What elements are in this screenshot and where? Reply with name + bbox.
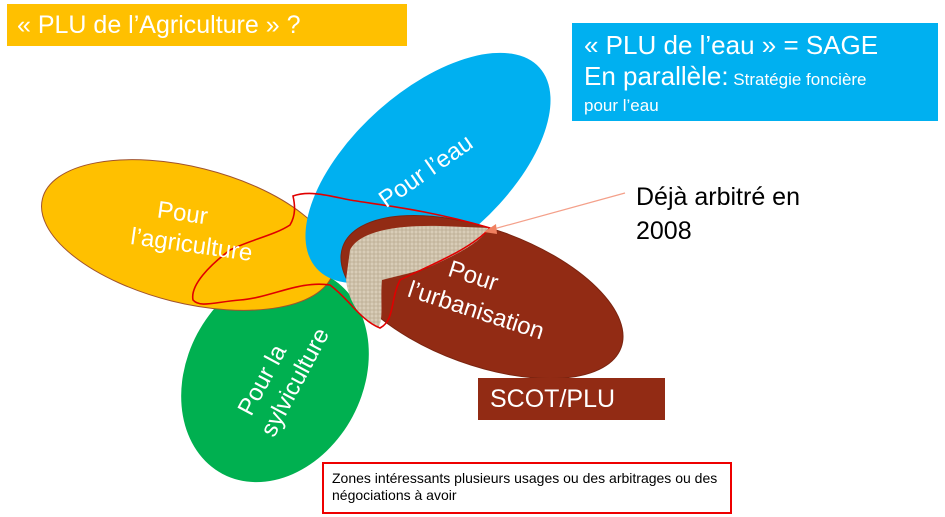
water-plu-line1: « PLU de l’eau » = SAGE (584, 30, 879, 60)
zones-note: Zones intéressants plusieurs usages ou d… (322, 462, 732, 514)
annotation-line2: 2008 (636, 217, 692, 245)
parallel-label: En parallèle: (584, 61, 729, 91)
petal-sylviculture (181, 267, 369, 483)
scot-plu-label: SCOT/PLU (478, 378, 665, 420)
water-plu-line2: En parallèle: Stratégie foncière (584, 61, 926, 95)
arbitrated-zone (346, 225, 490, 328)
already-arbitrated-note: Déjà arbitré en 2008 (636, 180, 800, 248)
agriculture-plu-title: « PLU de l’Agriculture » ? (7, 4, 407, 46)
water-plu-line3: pour l’eau (584, 96, 659, 115)
negotiation-zone-outline (192, 192, 492, 329)
water-plu-box: « PLU de l’eau » = SAGE En parallèle: St… (572, 23, 938, 121)
arrow-head-icon (484, 224, 497, 234)
annotation-line1: Déjà arbitré en (636, 183, 800, 211)
strategy-label: Stratégie foncière (728, 70, 867, 89)
annotation-arrow (489, 192, 626, 231)
